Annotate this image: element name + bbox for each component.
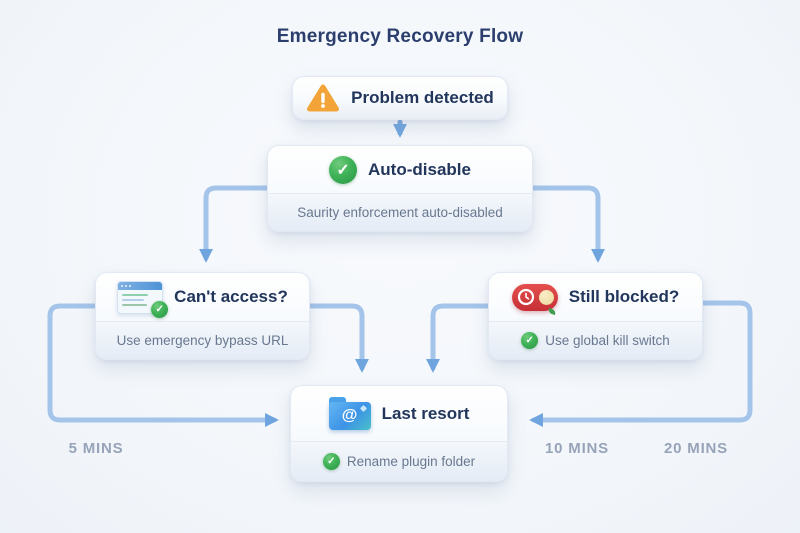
arrow-still-to-last	[426, 303, 490, 373]
toggle-knob	[538, 289, 554, 305]
node-still-blocked: Still blocked? Use global kill switch	[488, 272, 703, 360]
node-title: Last resort	[381, 403, 470, 423]
kill-switch-toggle-icon	[511, 283, 558, 315]
arrow-auto-to-cant	[199, 185, 269, 263]
arrow-killswitch-20min-path	[529, 300, 753, 427]
node-title: Still blocked?	[568, 287, 680, 306]
node-title: Problem detected	[351, 88, 494, 107]
clock-icon	[517, 288, 534, 305]
timing-label-20-mins: 20 MINS	[664, 440, 728, 457]
node-problem-detected: Problem detected	[292, 76, 508, 120]
check-circle-icon	[521, 332, 539, 349]
arrow-cant-to-last	[308, 303, 369, 373]
node-subtitle: Use emergency bypass URL	[116, 333, 289, 348]
arrow-bypass-5min-path	[47, 303, 279, 427]
page-title: Emergency Recovery Flow	[276, 26, 524, 47]
check-circle-icon	[151, 300, 169, 318]
node-auto-disable: Auto-disable Saurity enforcement auto-di…	[267, 145, 533, 232]
folder-at-icon: @	[328, 397, 371, 430]
timing-label-10-mins: 10 MINS	[545, 440, 609, 457]
node-last-resort: @ Last resort Rename plugin folder	[290, 385, 508, 482]
warning-triangle-icon	[307, 84, 340, 112]
leaf-accent	[547, 307, 557, 315]
node-cant-access: Can't access? Use emergency bypass URL	[95, 272, 310, 360]
timing-label-5-mins: 5 MINS	[68, 440, 124, 457]
check-circle-icon	[329, 155, 358, 184]
node-subtitle: Rename plugin folder	[346, 454, 476, 469]
node-title: Can't access?	[174, 287, 288, 306]
browser-window-icon	[117, 280, 169, 318]
node-subtitle: Use global kill switch	[545, 333, 670, 348]
node-subtitle: Saurity enforcement auto-disabled	[297, 205, 503, 220]
check-circle-icon	[322, 453, 340, 470]
node-title: Auto-disable	[368, 159, 471, 179]
arrow-auto-to-still	[531, 185, 605, 263]
